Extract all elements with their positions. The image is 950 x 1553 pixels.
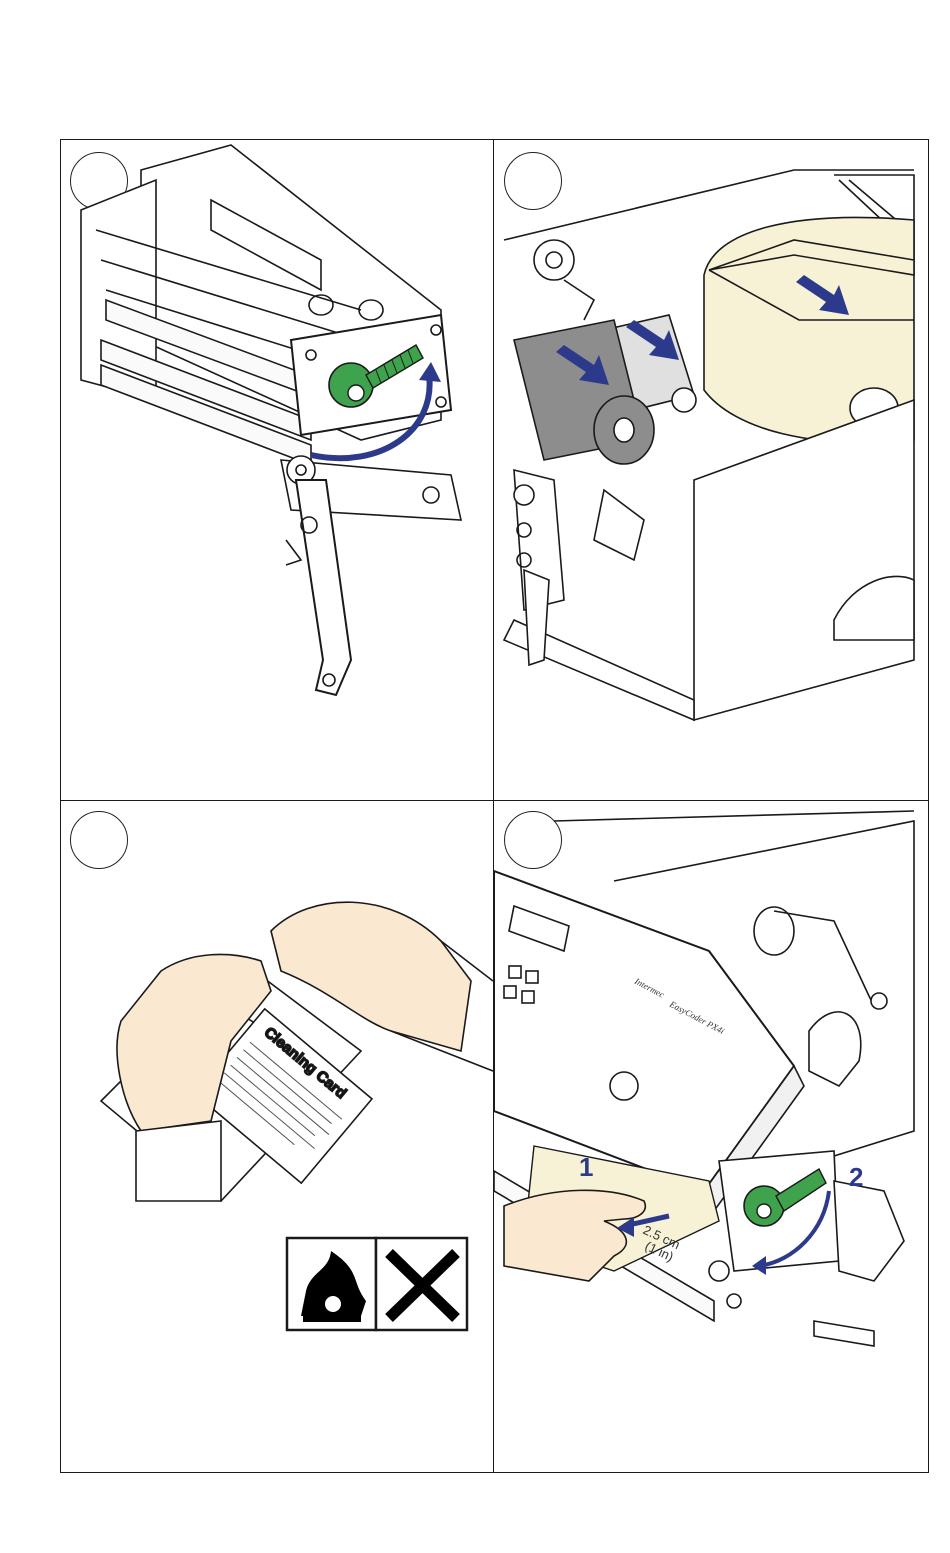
ribbon-media-removal-illustration <box>494 140 928 800</box>
callout-2: 2 <box>849 1162 863 1192</box>
step-4-panel: 2.5 cm (1 in) 1 2 Intermec EasyCoder PX4… <box>494 801 928 1473</box>
printhead-mechanism-illustration <box>61 140 493 800</box>
prohibited-x-icon <box>376 1238 467 1330</box>
media-loading-illustration: 2.5 cm (1 in) 1 2 Intermec EasyCoder PX4… <box>494 801 928 1473</box>
cleaning-card-illustration: Cleaning Card <box>61 801 493 1473</box>
step-2-panel <box>494 140 928 800</box>
step-3-panel: Cleaning Card <box>61 801 493 1473</box>
flammable-warning-icon <box>287 1238 376 1330</box>
callout-1: 1 <box>579 1152 593 1182</box>
step-1-panel <box>61 140 493 800</box>
